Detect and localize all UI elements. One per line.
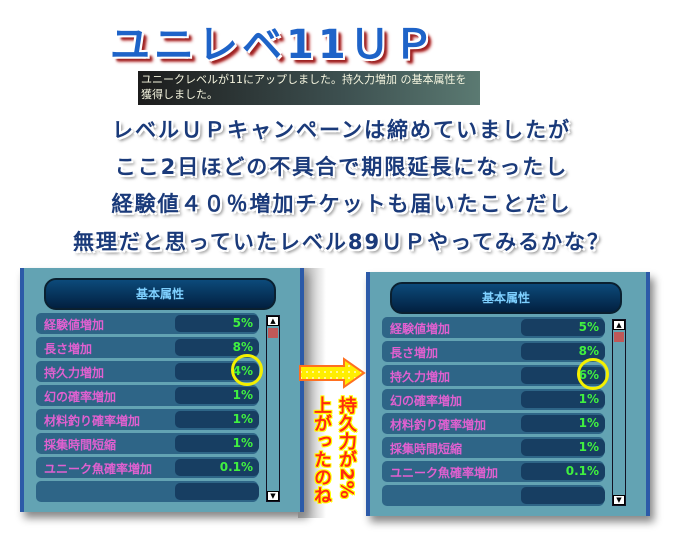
caption-line: 無理だと思っていたレベル89ＵＰやってみるかな？ bbox=[72, 230, 611, 254]
attribute-value: 5% bbox=[521, 319, 605, 336]
attribute-label: 採集時間短縮 bbox=[44, 438, 117, 452]
attribute-value: 5% bbox=[175, 315, 259, 332]
attribute-label: 長さ増加 bbox=[390, 346, 439, 360]
attribute-label: 材料釣り確率増加 bbox=[390, 418, 487, 432]
attribute-row: 採集時間短縮 1% bbox=[36, 433, 259, 454]
attributes-panel-before: 基本属性 経験値増加 5% 長さ増加 8% 持久力増加 4% 幻の確率増加 1%… bbox=[20, 268, 304, 512]
scroll-thumb[interactable] bbox=[268, 328, 278, 338]
attribute-label: 持久力増加 bbox=[390, 370, 451, 384]
annotation-text: 上がったのね bbox=[311, 396, 332, 504]
scroll-thumb[interactable] bbox=[614, 332, 624, 342]
attribute-value: 8% bbox=[521, 343, 605, 360]
caption-line: レベルＵＰキャンペーンは締めていましたが bbox=[112, 118, 571, 142]
attribute-row: 長さ増加 8% bbox=[382, 341, 605, 362]
attribute-row: 幻の確率増加 1% bbox=[382, 389, 605, 410]
attribute-label: 持久力増加 bbox=[44, 366, 105, 380]
attribute-row: 経験値増加 5% bbox=[382, 317, 605, 338]
attribute-label: 幻の確率増加 bbox=[44, 390, 117, 404]
attribute-value: 1% bbox=[175, 387, 259, 404]
attribute-value: 0.1% bbox=[175, 459, 259, 476]
attribute-row: 持久力増加 6% bbox=[382, 365, 605, 386]
attribute-row: 材料釣り確率増加 1% bbox=[36, 409, 259, 430]
attribute-value: 8% bbox=[175, 339, 259, 356]
highlight-circle bbox=[577, 358, 609, 390]
attribute-value bbox=[521, 487, 605, 504]
attribute-row: 経験値増加 5% bbox=[36, 313, 259, 334]
attribute-value: 1% bbox=[521, 391, 605, 408]
attribute-value: 1% bbox=[175, 411, 259, 428]
attribute-value: 1% bbox=[521, 439, 605, 456]
attribute-row: 採集時間短縮 1% bbox=[382, 437, 605, 458]
divider bbox=[298, 268, 368, 518]
scroll-up-icon[interactable]: ▲ bbox=[267, 316, 279, 326]
caption-line: ここ2日ほどの不具合で期限延長になったし bbox=[114, 155, 569, 179]
scrollbar[interactable]: ▲▼ bbox=[612, 319, 626, 506]
attributes-panel-after: 基本属性 経験値増加 5% 長さ増加 8% 持久力増加 6% 幻の確率増加 1%… bbox=[366, 272, 650, 516]
panel-header: 基本属性 bbox=[44, 278, 276, 310]
attribute-label: ユニーク魚確率増加 bbox=[390, 466, 499, 480]
scroll-down-icon[interactable]: ▼ bbox=[267, 491, 279, 501]
scroll-down-icon[interactable]: ▼ bbox=[613, 495, 625, 505]
arrow-right-icon bbox=[299, 357, 366, 389]
attribute-label: 材料釣り確率増加 bbox=[44, 414, 141, 428]
system-message: ユニークレベルが11にアップしました。持久力増加 の基本属性を獲得しました。 bbox=[138, 71, 480, 105]
panel-header: 基本属性 bbox=[390, 282, 622, 314]
attribute-label: ユニーク魚確率増加 bbox=[44, 462, 153, 476]
attribute-value: 1% bbox=[521, 415, 605, 432]
annotation-text: 持久力が2% bbox=[336, 396, 357, 499]
attribute-label: 長さ増加 bbox=[44, 342, 93, 356]
attribute-row: 長さ増加 8% bbox=[36, 337, 259, 358]
attribute-value bbox=[175, 483, 259, 500]
attribute-row: ユニーク魚確率増加 0.1% bbox=[382, 461, 605, 482]
attribute-value: 0.1% bbox=[521, 463, 605, 480]
page-title: ユニレベ11ＵＰ bbox=[110, 22, 438, 68]
attribute-label: 採集時間短縮 bbox=[390, 442, 463, 456]
attribute-row: 幻の確率増加 1% bbox=[36, 385, 259, 406]
attribute-row: 材料釣り確率増加 1% bbox=[382, 413, 605, 434]
attribute-label: 経験値増加 bbox=[44, 318, 105, 332]
attribute-value: 1% bbox=[175, 435, 259, 452]
attribute-label: 経験値増加 bbox=[390, 322, 451, 336]
attribute-row bbox=[36, 481, 259, 502]
attribute-label: 幻の確率増加 bbox=[390, 394, 463, 408]
attribute-row: 持久力増加 4% bbox=[36, 361, 259, 382]
caption-line: 経験値４０％増加チケットも届いたことだし bbox=[111, 192, 572, 216]
highlight-circle bbox=[231, 354, 263, 386]
scroll-up-icon[interactable]: ▲ bbox=[613, 320, 625, 330]
scrollbar[interactable]: ▲▼ bbox=[266, 315, 280, 502]
attribute-row: ユニーク魚確率増加 0.1% bbox=[36, 457, 259, 478]
attribute-row bbox=[382, 485, 605, 506]
